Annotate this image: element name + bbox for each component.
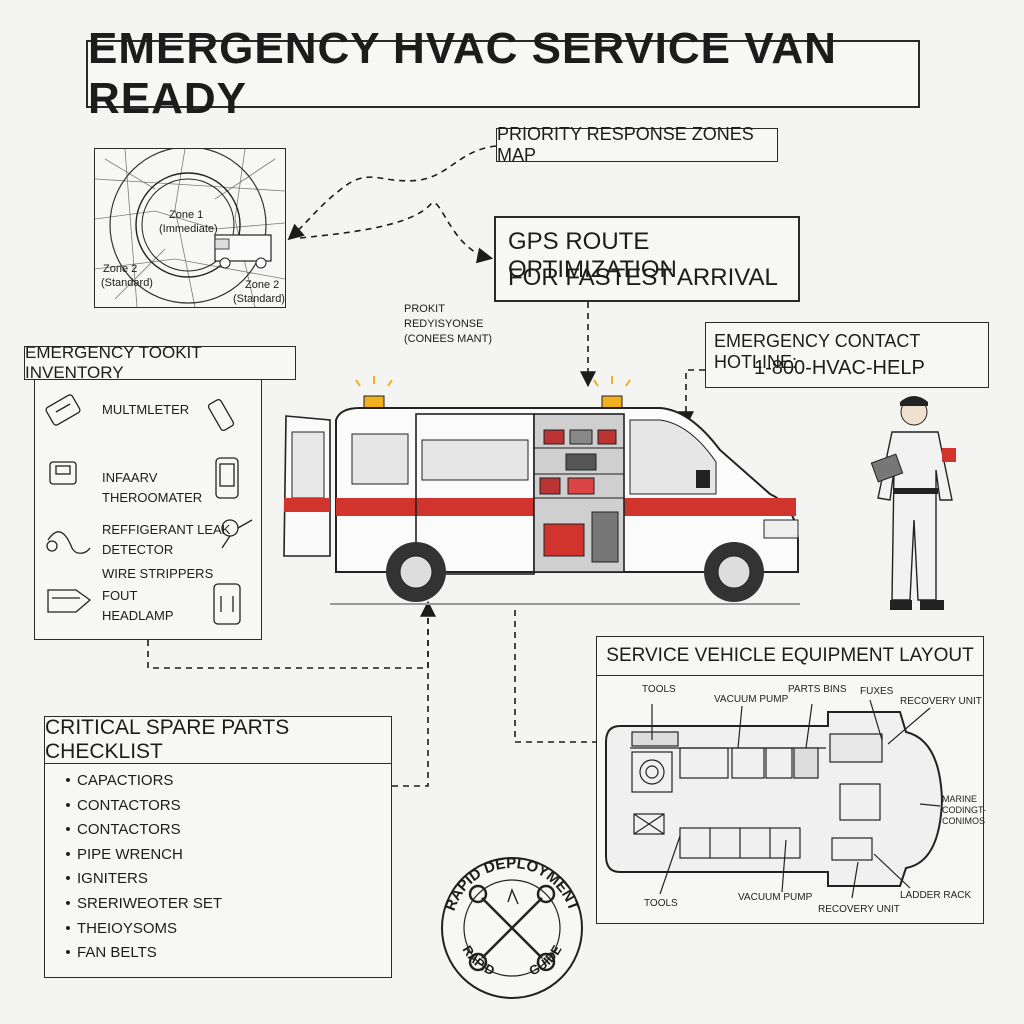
toolkit-item: HEADLAMP — [102, 608, 174, 623]
layout-callout-ladder-rack: LADDER RACK — [900, 890, 972, 901]
hotline-box[interactable]: EMERGENCY CONTACT HOTLINE: 1-800-HVAC-HE… — [705, 322, 989, 388]
connector-van-layout — [514, 610, 616, 750]
connector-map-label — [287, 145, 497, 241]
toolkit-item: REFFIGERANT LEAK — [102, 522, 231, 537]
map-sketch — [95, 149, 285, 307]
toolkit-title-box: EMERGENCY TOOKIT INVENTORY — [24, 343, 296, 382]
toolkit-item: THEROOMATER — [102, 490, 203, 505]
title-box: EMERGENCY HVAC SERVICE VAN READY — [86, 24, 920, 123]
connector-parts-van — [392, 604, 429, 787]
toolkit-item: WIRE STRIPPERS — [102, 566, 214, 581]
spare-part-item[interactable]: •CAPACTIORS — [65, 772, 174, 789]
floating-note-line: REDYISYONSE — [404, 318, 484, 330]
layout-callout-vacuum-bottom: VACUUM PUMP — [738, 892, 813, 903]
zone1-label: Zone 1 — [169, 209, 204, 221]
spare-parts-list: •CAPACTIORS •CONTACTORS •CONTACTORS •PIP… — [59, 769, 222, 966]
layout-callout-vacuum-top: VACUUM PUMP — [714, 694, 789, 705]
toolkit-item: INFAARV — [102, 470, 158, 485]
spare-part-item[interactable]: •FAN BELTS — [65, 944, 157, 962]
response-zones-map[interactable]: Zone 1 (Immediate) Zone 2 (Standard) Zon… — [94, 148, 286, 308]
zone2-right-label: Zone 2 — [245, 279, 280, 291]
toolkit-title: EMERGENCY TOOKIT INVENTORY — [25, 343, 202, 382]
zone2-left-label: Zone 2 — [103, 263, 138, 275]
equipment-layout-header: SERVICE VEHICLE EQUIPMENT LAYOUT — [597, 637, 983, 676]
zone1-sub-label: (Immediate) — [159, 223, 218, 235]
zone2-right-sub-label: (Standard) — [233, 293, 285, 305]
hotline-number[interactable]: 1-800-HVAC-HELP — [754, 357, 925, 379]
gps-line1: GPS ROUTE OPTIMIZATION — [508, 228, 677, 283]
spare-part-item[interactable]: •THEIOYSOMS — [65, 919, 178, 937]
layout-callout-parts-bins: PARTS BINS — [788, 684, 847, 695]
spare-part-item[interactable]: •SRERIWEOTER SET — [65, 894, 223, 912]
map-van-icon — [214, 234, 272, 269]
layout-callout-right: MARINE CODINGT- CONIMOS — [942, 794, 986, 826]
spare-part-item[interactable]: •IGNITERS — [65, 870, 148, 888]
gps-line2: FOR FASTEST ARRIVAL — [508, 264, 778, 291]
page-title: EMERGENCY HVAC SERVICE VAN READY — [88, 24, 837, 123]
floating-note: PROKIT REDYISYONSE (CONEES MANT) — [404, 302, 492, 347]
toolkit-item: FOUT — [102, 588, 138, 603]
layout-callout-recovery-top: RECOVERY UNIT — [900, 696, 982, 707]
spare-parts-header: CRITICAL SPARE PARTS CHECKLIST — [45, 716, 391, 764]
toolkit-panel — [34, 378, 262, 640]
spare-parts-panel: CRITICAL SPARE PARTS CHECKLIST •CAPACTIO… — [44, 716, 392, 978]
floating-note-line: (CONEES MANT) — [404, 333, 492, 345]
spare-part-item[interactable]: •CONTACTORS — [65, 796, 181, 814]
spare-part-item[interactable]: •PIPE WRENCH — [65, 845, 183, 863]
spare-part-item[interactable]: •CONTACTORS — [65, 821, 181, 839]
zones-map-label-box: PRIORITY RESPONSE ZONES MAP — [496, 124, 778, 165]
floating-note-line: PROKIT — [404, 303, 445, 315]
layout-callout-tools-bottom: TOOLS — [644, 898, 678, 909]
zones-map-label: PRIORITY RESPONSE ZONES MAP — [497, 124, 754, 165]
connector-map-gps — [299, 201, 494, 264]
layout-callout-tools-top: TOOLS — [642, 684, 676, 695]
connector-toolkit-van — [147, 600, 436, 669]
gps-route-box: GPS ROUTE OPTIMIZATION FOR FASTEST ARRIV… — [494, 216, 800, 302]
toolkit-item: MULTMLETER — [102, 402, 190, 417]
toolkit-item: DETECTOR — [102, 542, 174, 557]
equipment-layout-panel: SERVICE VEHICLE EQUIPMENT LAYOUT — [596, 636, 984, 924]
layout-callout-fuxes: FUXES — [860, 686, 894, 697]
layout-callout-recovery-bottom: RECOVERY UNIT — [818, 904, 900, 915]
connector-hotline-van — [678, 369, 705, 428]
spare-parts-title: CRITICAL SPARE PARTS CHECKLIST — [45, 716, 290, 763]
hotline-title: EMERGENCY CONTACT HOTLINE: — [714, 331, 921, 372]
equipment-layout-title: SERVICE VEHICLE EQUIPMENT LAYOUT — [606, 645, 974, 666]
zone2-left-sub-label: (Standard) — [101, 277, 153, 289]
